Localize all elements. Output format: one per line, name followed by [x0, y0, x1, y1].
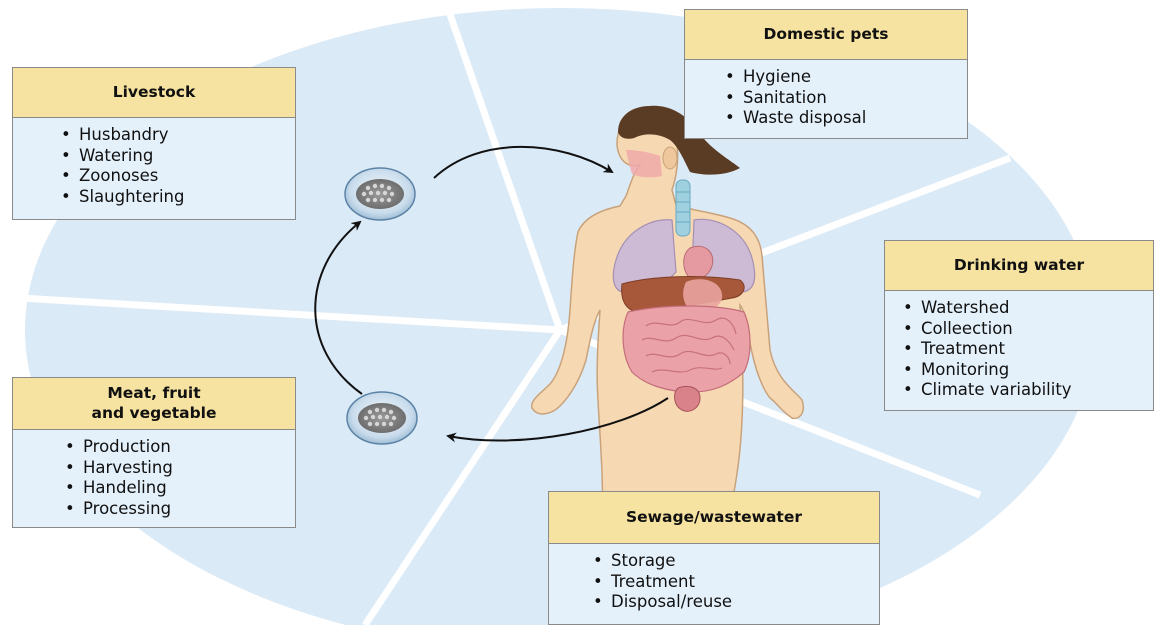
- panel-title-line: and vegetable: [92, 404, 217, 423]
- panel-title: Drinking water: [885, 241, 1153, 291]
- list-item: Watershed: [903, 298, 1153, 319]
- panel-title: Meat, fruit and vegetable: [13, 378, 295, 430]
- trachea: [676, 180, 690, 236]
- list-item: Production: [65, 437, 295, 458]
- list-item: Climate variability: [903, 380, 1153, 401]
- panel-list: Husbandry Watering Zoonoses Slaughtering: [13, 118, 295, 207]
- panel-list: Storage Treatment Disposal/reuse: [549, 544, 879, 613]
- rectum: [675, 386, 700, 411]
- panel-title: Livestock: [13, 68, 295, 118]
- panel-domestic-pets: Domestic pets Hygiene Sanitation Waste d…: [684, 9, 968, 139]
- list-item: Slaughtering: [61, 187, 295, 208]
- panel-list: Watershed Colleection Treatment Monitori…: [885, 291, 1153, 401]
- list-item: Harvesting: [65, 458, 295, 479]
- panel-list: Hygiene Sanitation Waste disposal: [685, 60, 967, 129]
- list-item: Handeling: [65, 478, 295, 499]
- list-item: Treatment: [593, 572, 879, 593]
- pathogen-dish-icon: [345, 168, 415, 220]
- pathogen-dish-icon: [347, 392, 417, 444]
- panel-meat-fruit-vegetable: Meat, fruit and vegetable Production Har…: [12, 377, 296, 528]
- ear: [663, 147, 677, 169]
- panel-drinking-water: Drinking water Watershed Colleection Tre…: [884, 240, 1154, 411]
- panel-livestock: Livestock Husbandry Watering Zoonoses Sl…: [12, 67, 296, 220]
- list-item: Colleection: [903, 319, 1153, 340]
- list-item: Storage: [593, 551, 879, 572]
- list-item: Waste disposal: [725, 108, 967, 129]
- list-item: Sanitation: [725, 88, 967, 109]
- list-item: Husbandry: [61, 125, 295, 146]
- panel-title-line: Meat, fruit: [107, 384, 200, 403]
- panel-list: Production Harvesting Handeling Processi…: [13, 430, 295, 519]
- list-item: Disposal/reuse: [593, 592, 879, 613]
- list-item: Monitoring: [903, 360, 1153, 381]
- list-item: Treatment: [903, 339, 1153, 360]
- panel-title: Domestic pets: [685, 10, 967, 60]
- panel-sewage-wastewater: Sewage/wastewater Storage Treatment Disp…: [548, 491, 880, 625]
- panel-title: Sewage/wastewater: [549, 492, 879, 544]
- list-item: Processing: [65, 499, 295, 520]
- list-item: Watering: [61, 146, 295, 167]
- list-item: Zoonoses: [61, 166, 295, 187]
- list-item: Hygiene: [725, 67, 967, 88]
